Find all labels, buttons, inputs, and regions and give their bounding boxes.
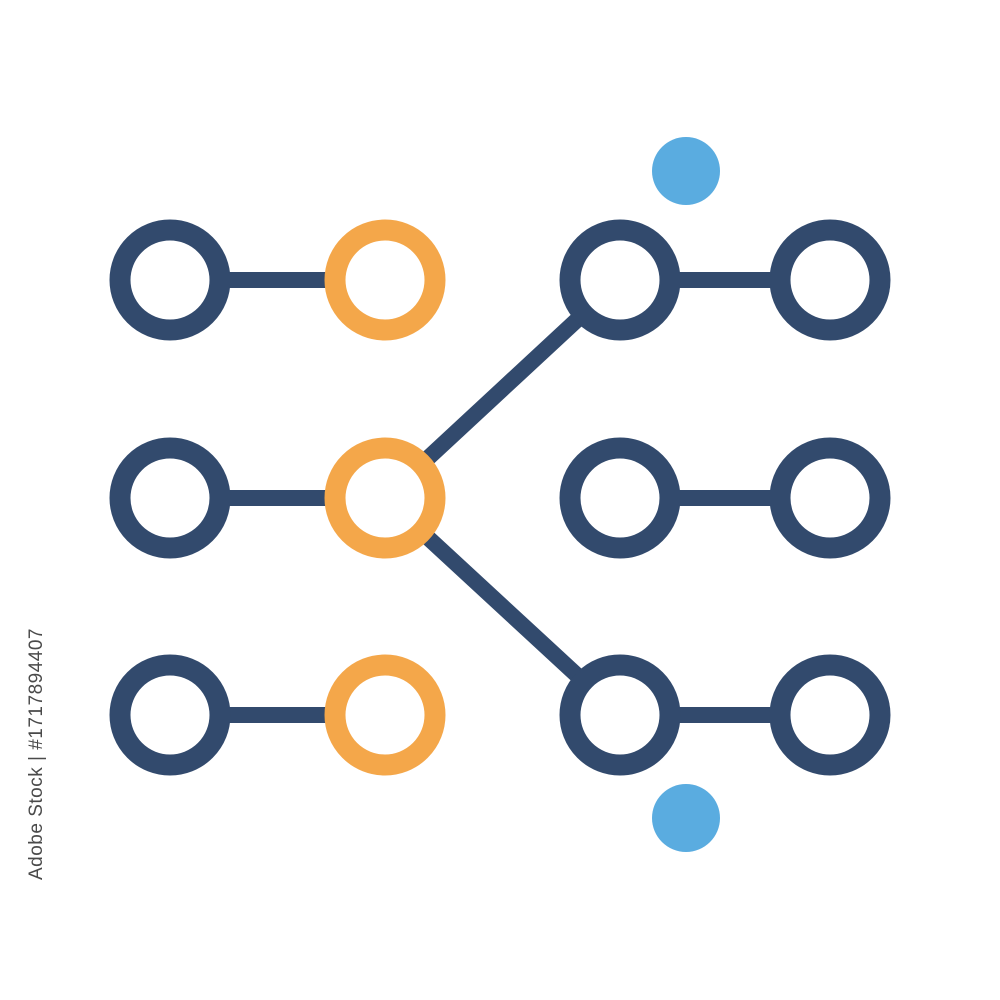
accent-dot-top bbox=[652, 137, 720, 205]
highlight-nodes bbox=[324, 219, 446, 776]
node-r1-c4 bbox=[769, 219, 891, 341]
node-r3-c2 bbox=[324, 654, 446, 776]
accent-dot-bottom bbox=[652, 784, 720, 852]
stock-id-label: Adobe Stock | #1717894407 bbox=[26, 628, 47, 880]
node-r3-c1 bbox=[109, 654, 231, 776]
node-r2-c2 bbox=[324, 437, 446, 559]
edges bbox=[162, 272, 838, 723]
node-r2-c3 bbox=[559, 437, 681, 559]
node-r2-c4 bbox=[769, 437, 891, 559]
node-r3-c3 bbox=[559, 654, 681, 776]
node-r3-c4 bbox=[769, 654, 891, 776]
accent-dots bbox=[652, 137, 720, 852]
node-r1-c1 bbox=[109, 219, 231, 341]
node-r1-c2 bbox=[324, 219, 446, 341]
node-r1-c3 bbox=[559, 219, 681, 341]
node-r2-c1 bbox=[109, 437, 231, 559]
dark-nodes bbox=[109, 219, 891, 776]
